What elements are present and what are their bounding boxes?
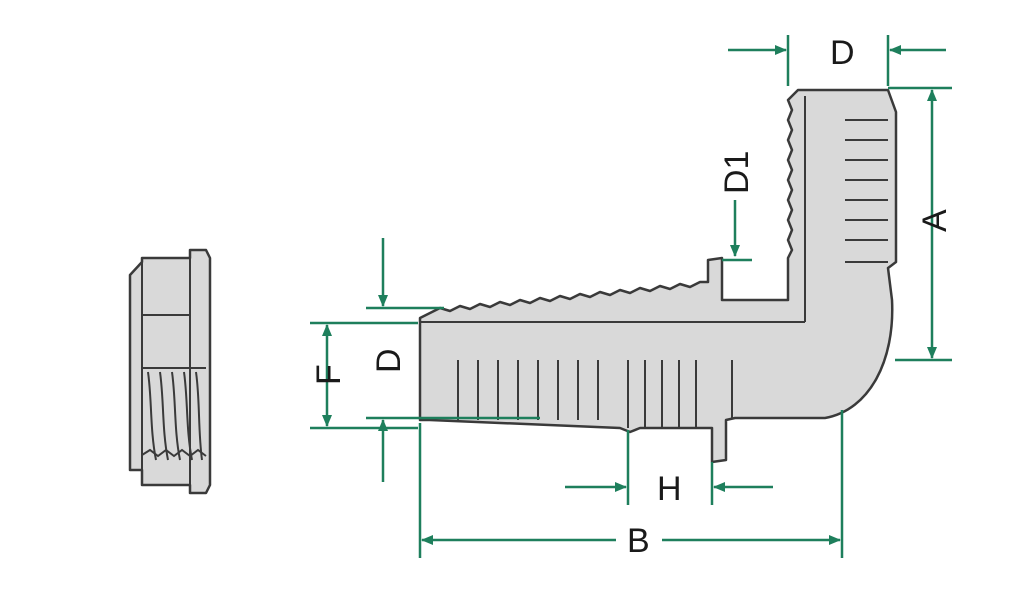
label-h: H <box>657 470 682 508</box>
label-d-top: D <box>830 34 855 72</box>
side-view-nut <box>128 248 212 495</box>
dimension-lines <box>310 35 952 558</box>
label-a: A <box>916 209 954 232</box>
label-d1: D1 <box>718 151 756 194</box>
label-b: B <box>627 522 650 560</box>
label-f: F <box>310 364 348 385</box>
elbow-fitting <box>418 88 898 464</box>
vertical-leg-ribs <box>845 119 888 263</box>
label-d-left: D <box>370 348 408 373</box>
horizontal-leg-ribs <box>457 360 733 428</box>
